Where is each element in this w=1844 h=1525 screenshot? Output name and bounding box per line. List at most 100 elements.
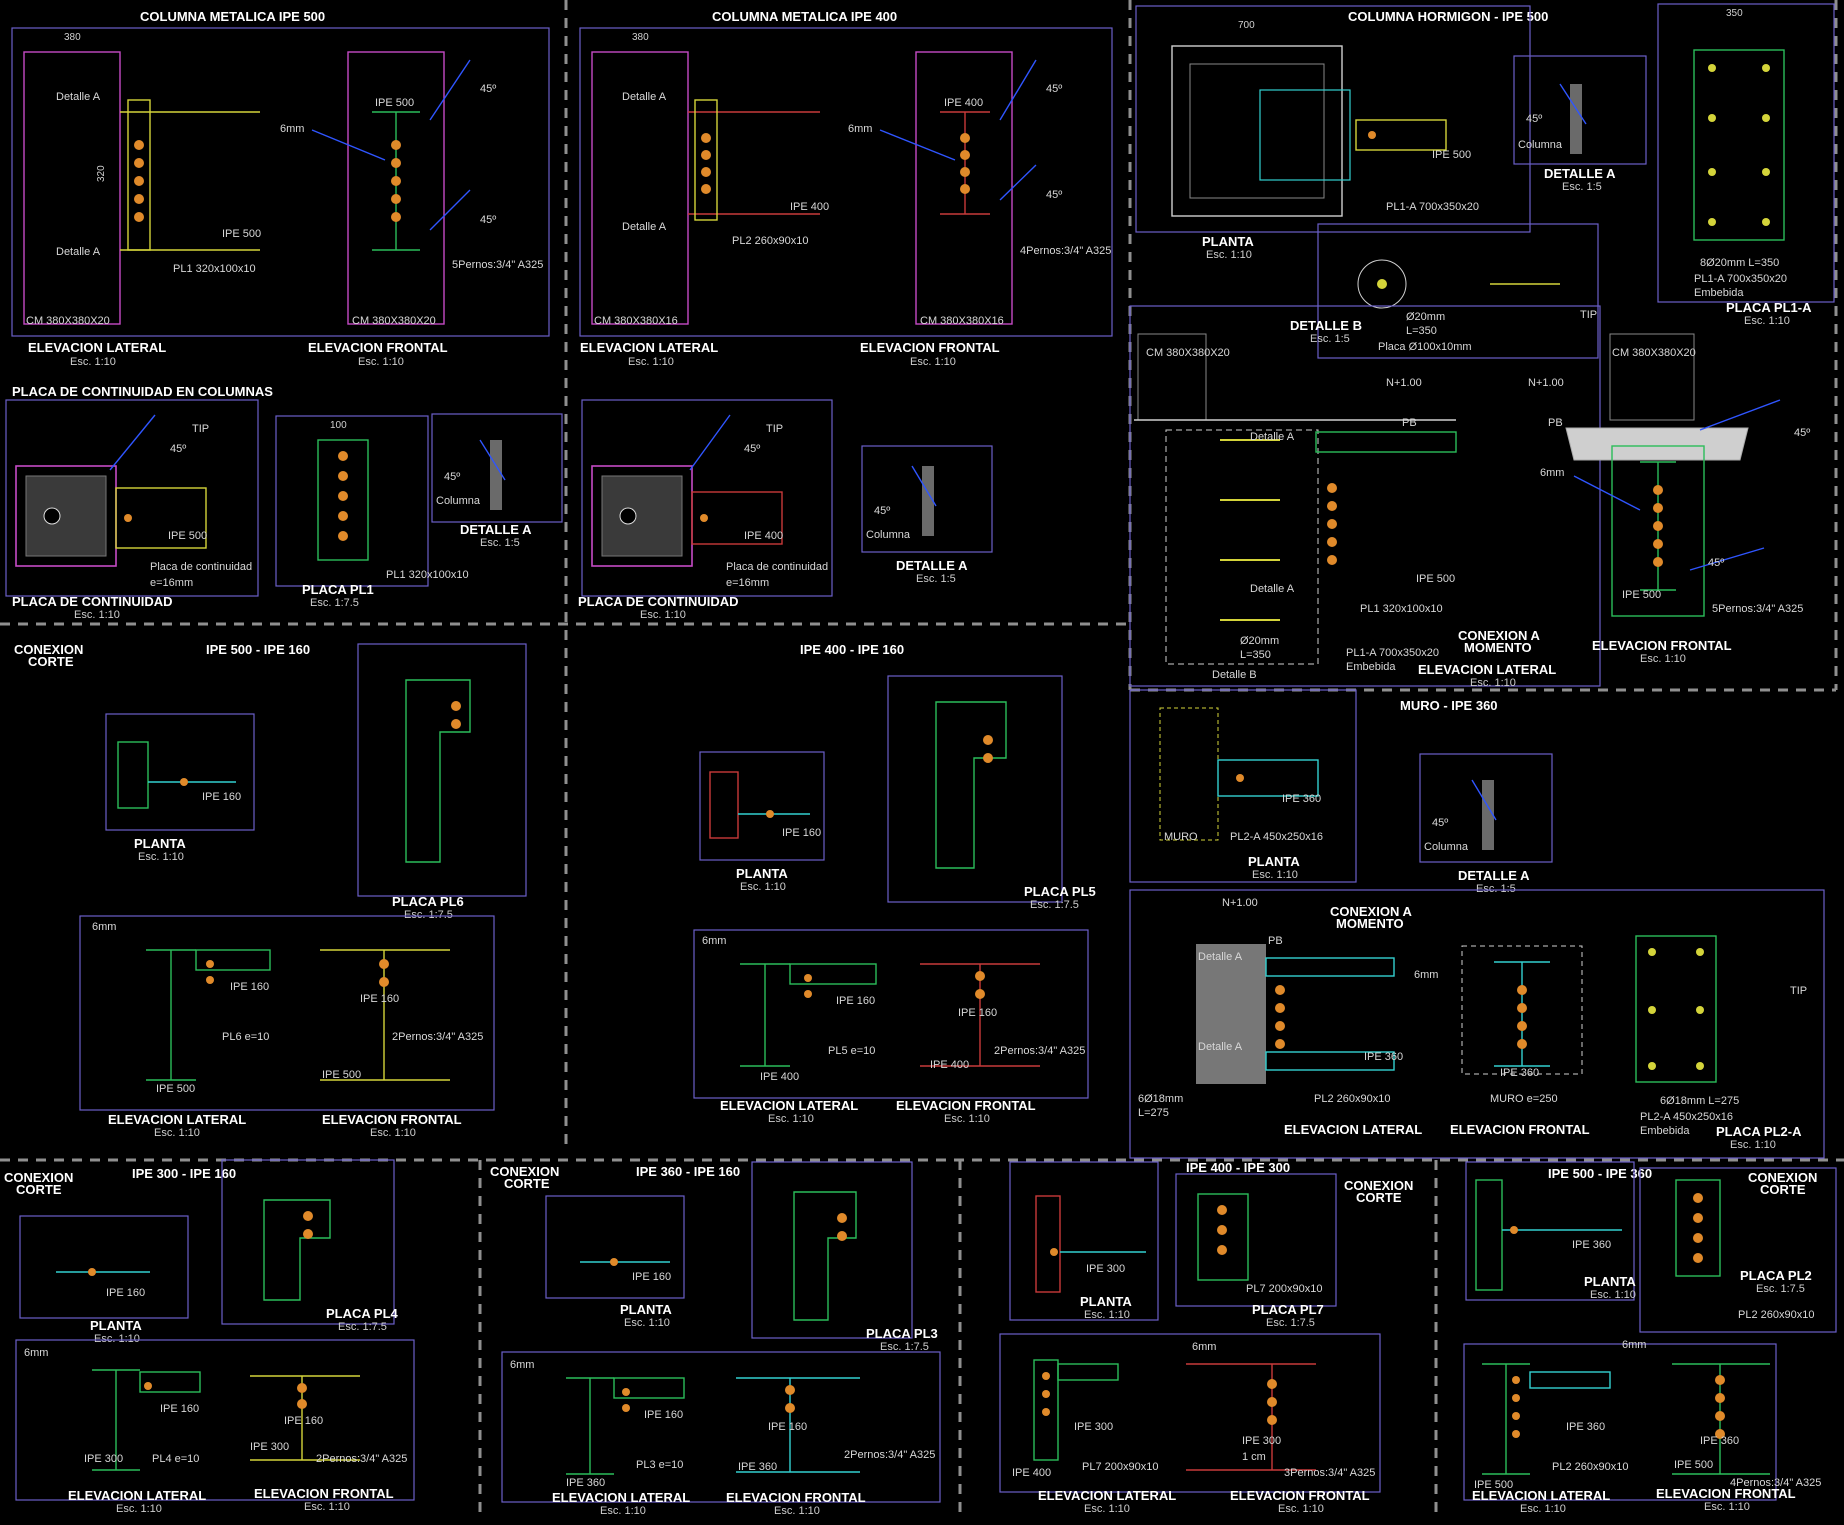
bolt [134,194,144,204]
bolt [1510,1226,1518,1234]
plate-pl2a [1635,935,1717,1083]
scale-elev-front-cc4: Esc. 1:10 [774,1505,820,1517]
bolt [1653,521,1663,531]
bolt [1042,1390,1050,1398]
label-phi20l350: 8Ø20mm L=350 [1700,257,1779,269]
column-section-lateral-400 [591,51,689,325]
view-placa-pl3: PLACA PL3 [866,1326,938,1341]
beam-top-flange-horm [1315,431,1457,453]
title-cc-300-160: IPE 300 - IPE 160 [132,1166,236,1181]
anchor [1762,168,1770,176]
column-flange-detail-400 [922,466,934,536]
bolt [701,150,711,160]
title-cc-500-160: IPE 500 - IPE 160 [206,642,310,657]
scale-detalle-b: Esc. 1:5 [1310,333,1350,345]
cc-label-1: CONEXION [14,642,83,657]
label-pernos3: 3Pernos:3/4" A325 [1284,1467,1375,1479]
column-flange-detail [490,440,502,510]
section-columna-ipe400: COLUMNA METALICA IPE 400 380 Detalle A D… [579,9,1113,368]
bolt [88,1268,96,1276]
frame-planta-cc3 [19,1215,189,1319]
view-placa-cont-500: PLACA DE CONTINUIDAD [12,594,173,609]
ipe160-lat-cc2 [789,963,877,985]
label-muro: MURO [1164,831,1198,843]
bolt [451,719,461,729]
label-1cm: 1 cm [1242,1451,1266,1463]
frame-ipe500-elevations [11,27,550,337]
scale-elev-front-cc3: Esc. 1:10 [304,1501,350,1513]
label-columna-1: Columna [436,495,481,507]
weld-leader-cont-400 [689,414,731,471]
label-columna-3: Columna [1518,139,1563,151]
bolt [622,1404,630,1412]
label-pl1: PL1 320x100x10 [173,263,256,275]
label-ipe160-12: IPE 160 [768,1421,807,1433]
bolt [144,1382,152,1390]
frame-hormigon-planta [1135,5,1531,233]
frame-planta-cc4 [545,1195,685,1299]
scale-elev-front-400: Esc. 1:10 [910,356,956,368]
cc-label-3: CONEXION [490,1164,559,1179]
weld-45-4: 45º [1046,189,1062,201]
scale-elev-front-cc5: Esc. 1:10 [1278,1503,1324,1515]
label-ipe360-10: IPE 360 [1700,1435,1739,1447]
beam-plan-hormigon [1355,119,1447,151]
beam-top-flange-muro [1265,957,1395,977]
weld-6mm-cc3: 6mm [24,1347,48,1359]
bolt [1693,1193,1703,1203]
concrete-column-elev [1165,429,1319,665]
column-section-lateral [23,51,121,325]
bolt [379,959,389,969]
label-pl2a: PL2-A 450x250x16 [1230,831,1323,843]
anchor [1708,168,1716,176]
label-pl7: PL7 200x90x10 [1246,1283,1322,1295]
beam-bottom-flange-muro [1265,1051,1395,1071]
label-ipe360-cc4b: IPE 360 [738,1461,777,1473]
label-ipe160-11: IPE 160 [644,1409,683,1421]
ref-detalle-a-4: Detalle A [622,221,667,233]
bolt [700,514,708,522]
scale-elev-lat-cc3: Esc. 1:10 [116,1503,162,1515]
label-ipe160-10: IPE 160 [632,1271,671,1283]
view-conexion-momento-1: CONEXION A [1458,628,1540,643]
view-elev-lat-500: ELEVACION LATERAL [28,340,166,355]
bolt [134,212,144,222]
bolts-pl3 [837,1213,847,1241]
label-ipe500-cc1: IPE 500 [156,1083,195,1095]
tip-2: TIP [766,423,783,435]
bolt [1327,483,1337,493]
plate-elev-frontal-horm [1611,445,1705,617]
view-placa-cont-400: PLACA DE CONTINUIDAD [578,594,739,609]
bolt [338,471,348,481]
label-ipe360-m2: IPE 360 [1364,1051,1403,1063]
embed-plate-pl1a [1259,89,1351,181]
view-momento-2: MOMENTO [1336,916,1404,931]
dim-700: 700 [1238,20,1255,31]
label-ipe400-cc2: IPE 400 [760,1071,799,1083]
scale-elev-lat-500: Esc. 1:10 [70,356,116,368]
view-placa-pl2a: PLACA PL2-A [1716,1124,1802,1139]
ipe500-front-cc1 [320,949,450,1081]
scale-placa-pl4: Esc. 1:7.5 [338,1321,387,1333]
frame-elev-cc2 [693,929,1089,1099]
weld-det-horm [1559,83,1587,125]
plate-pl6-outline [405,679,471,863]
bolt [206,960,214,968]
bolt [983,753,993,763]
label-embebida-2: Embebida [1346,661,1396,673]
bolt [1275,1003,1285,1013]
bolt [391,140,401,150]
section-cc-400-160: IPE 400 - IPE 160 IPE 160 PLANTA Esc. 1:… [693,642,1096,1125]
bolt [975,989,985,999]
bolts-muro-front [1517,985,1527,1049]
bolt [1715,1429,1725,1439]
column-web-hole-400 [619,507,637,525]
view-placa-pl1: PLACA PL1 [302,582,374,597]
scale-placa-cont-400: Esc. 1:10 [640,609,686,621]
bolt [134,158,144,168]
weld-det-muro [1471,779,1497,821]
label-phi20: Ø20mm [1406,311,1445,323]
bolt [1517,1003,1527,1013]
bolt [1042,1372,1050,1380]
ipe500-plan-2 [1475,1179,1503,1291]
